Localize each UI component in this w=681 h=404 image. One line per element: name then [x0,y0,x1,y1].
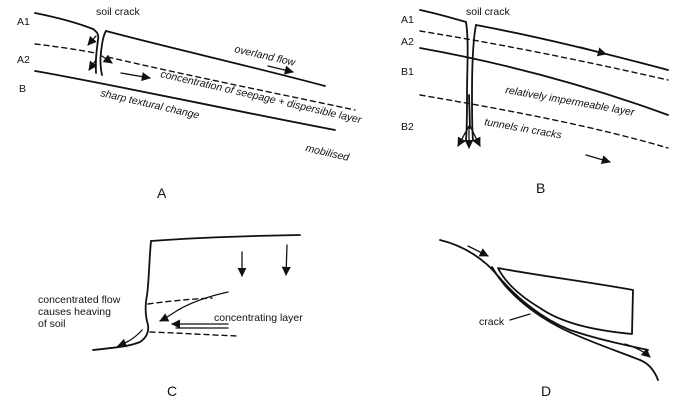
a-label-a2: A2 [17,54,30,66]
c-flow-label-line-2: causes heaving [38,306,111,318]
b-tunnel-flow-arrow [586,155,610,162]
panel-a: A1 A2 B soil crack overland flow concent… [17,6,363,201]
panel-c: concentrated flow causes heaving of soil… [38,235,303,399]
d-crack-label: crack [479,316,505,328]
d-caption: D [541,383,551,399]
d-inflow-arrow [468,246,488,256]
a-label-b: B [19,83,26,95]
d-crack-leader [510,314,530,320]
b-surface-right [476,25,668,70]
panel-b: A1 A2 B1 B2 soil crack relatively imperm… [401,6,668,196]
b-crack-arrow-left [458,126,469,146]
panel-d: crack D [440,240,658,399]
c-layer-label: concentrating layer [214,312,303,324]
a-mobilised-label: mobilised [304,142,351,164]
b-caption: B [536,180,545,196]
a-caption: A [157,185,167,201]
c-lower-dashed-layer [150,332,238,336]
b-surface-left [420,10,466,22]
b-tunnels-label: tunnels in cracks [483,116,563,142]
a-crack-arrow-1 [88,36,96,45]
a-a2-boundary [35,44,95,53]
c-top-surface [151,235,300,241]
c-seepage-arrow-2 [286,245,287,275]
a-soil-crack-right [100,31,106,75]
b-label-b1: B1 [401,66,414,78]
a-seepage-arrow [121,73,150,78]
a-surface-left [35,13,93,29]
b-crack-tunnel-core [469,95,470,128]
c-caption: C [167,383,177,399]
b-soil-crack-right [472,25,476,140]
b-b1-boundary [420,48,668,115]
b-impermeable-label: relatively impermeable layer [504,84,635,119]
b-label-a1: A1 [401,14,414,26]
b-crack-arrow-right [470,126,480,146]
b-label-b2: B2 [401,121,414,133]
b-label-a2: A2 [401,36,414,48]
b-soil-crack [466,22,468,140]
a-label-a1: A1 [17,16,30,28]
d-upper-channel [440,240,648,350]
b-soil-crack-label: soil crack [466,6,511,18]
d-soil-block [498,268,633,334]
b-b2-boundary [420,95,668,148]
a-soil-crack-label: soil crack [96,6,141,18]
b-surface-flow-arrow [580,47,606,54]
c-flow-label-line-3: of soil [38,318,65,330]
c-exit-flow-arrow [118,330,142,346]
c-flow-label-line-1: concentrated flow [38,294,121,306]
